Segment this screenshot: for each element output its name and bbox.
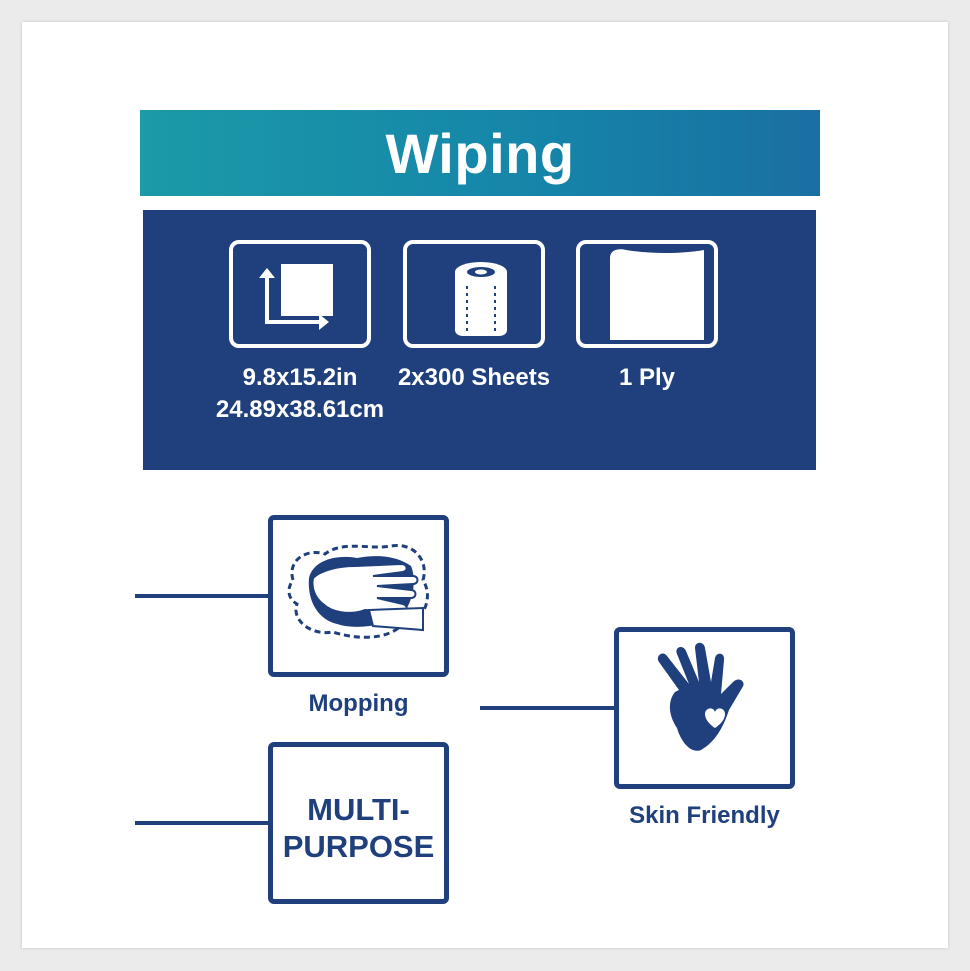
hand-heart-icon bbox=[657, 642, 744, 751]
feature-skin-label: Skin Friendly bbox=[629, 802, 780, 829]
connector-multipurpose bbox=[135, 821, 270, 825]
spec-sheets-count: 2x300 Sheets bbox=[397, 364, 551, 391]
connector-skin bbox=[480, 706, 616, 710]
multipurpose-line1: MULTI- bbox=[307, 792, 410, 827]
spec-dimensions-in: 9.8x15.2in bbox=[242, 364, 358, 391]
paper-roll-icon bbox=[403, 240, 545, 348]
hand-wiping-icon bbox=[287, 543, 429, 639]
spec-ply-count: 1 Ply bbox=[618, 364, 676, 391]
feature-skin-friendly bbox=[614, 627, 795, 789]
spec-ply: 1 Ply bbox=[547, 240, 747, 394]
spec-dimensions-cm: 24.89x38.61cm bbox=[215, 396, 385, 423]
ply-sheet-icon bbox=[576, 240, 718, 348]
feature-multipurpose: MULTI- PURPOSE bbox=[268, 742, 449, 904]
feature-mopping bbox=[268, 515, 449, 677]
spec-dimensions: 9.8x15.2in 24.89x38.61cm bbox=[200, 240, 400, 426]
sheet-dimensions-icon bbox=[229, 240, 371, 348]
category-banner: Wiping bbox=[140, 110, 820, 196]
spec-sheets: 2x300 Sheets bbox=[374, 240, 574, 394]
multipurpose-line2: PURPOSE bbox=[282, 829, 435, 864]
feature-mopping-label: Mopping bbox=[308, 690, 409, 717]
spec-panel: 9.8x15.2in 24.89x38.61cm 2x300 Sheets bbox=[143, 210, 816, 470]
banner-title: Wiping bbox=[385, 121, 575, 185]
connector-mopping bbox=[135, 594, 270, 598]
